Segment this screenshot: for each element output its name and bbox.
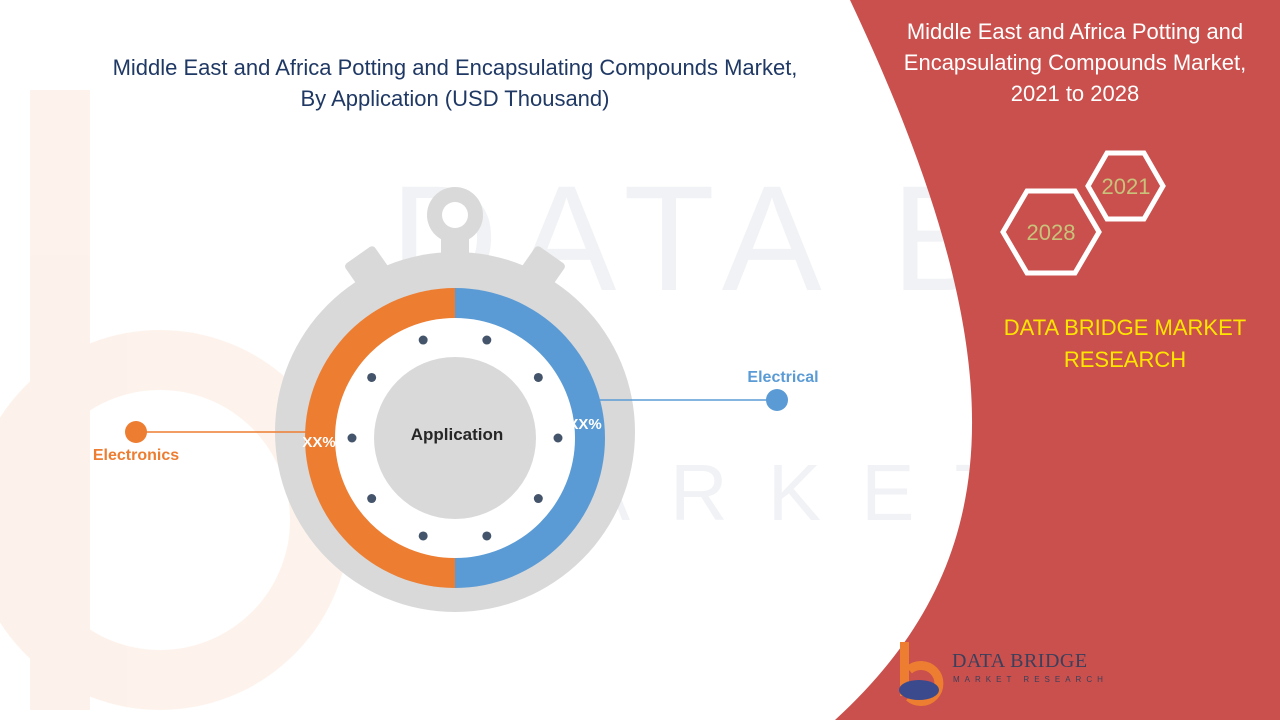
dial-dot: [418, 531, 428, 541]
dial-dot: [347, 433, 357, 443]
chart-title: Middle East and Africa Potting and Encap…: [40, 52, 870, 114]
year-end: 2028: [1027, 220, 1076, 245]
dial-dot: [418, 335, 428, 345]
electrical-legend-label: Electrical: [747, 369, 818, 386]
center-hub: [374, 357, 536, 519]
dial-dot: [482, 531, 492, 541]
electronics-legend-label: Electronics: [93, 447, 179, 464]
dial-dot: [367, 494, 377, 504]
logo-tagline: MARKET RESEARCH: [953, 675, 1108, 684]
center-label: Application: [411, 425, 504, 444]
dial-dot: [533, 494, 543, 504]
brand-name: DATA BRIDGE MARKET RESEARCH: [1003, 315, 1247, 372]
logo-name: DATA BRIDGE: [952, 650, 1088, 672]
hexagon-icon: [1000, 150, 1166, 276]
stopwatch-ring-hole: [442, 202, 468, 228]
dial-dot: [533, 372, 543, 382]
year-start: 2021: [1102, 174, 1151, 199]
dial-dot: [367, 372, 377, 382]
dial-dot: [482, 335, 492, 345]
data-bridge-logo-icon: [899, 642, 944, 706]
electronics-marker: [125, 421, 147, 443]
electrical-percent-label: XX%: [568, 416, 601, 433]
side-panel-title: Middle East and Africa Potting and Encap…: [903, 19, 1247, 106]
side-panel-background: [835, 0, 1280, 720]
dial-dots: [347, 335, 563, 541]
watermark-logo: [0, 90, 350, 710]
dial-dot: [553, 433, 563, 443]
electrical-marker: [766, 389, 788, 411]
chart-title-line-2: By Application (USD Thousand): [300, 86, 610, 111]
electronics-percent-label: XX%: [302, 434, 335, 451]
chart-title-line-1: Middle East and Africa Potting and Encap…: [112, 55, 798, 80]
